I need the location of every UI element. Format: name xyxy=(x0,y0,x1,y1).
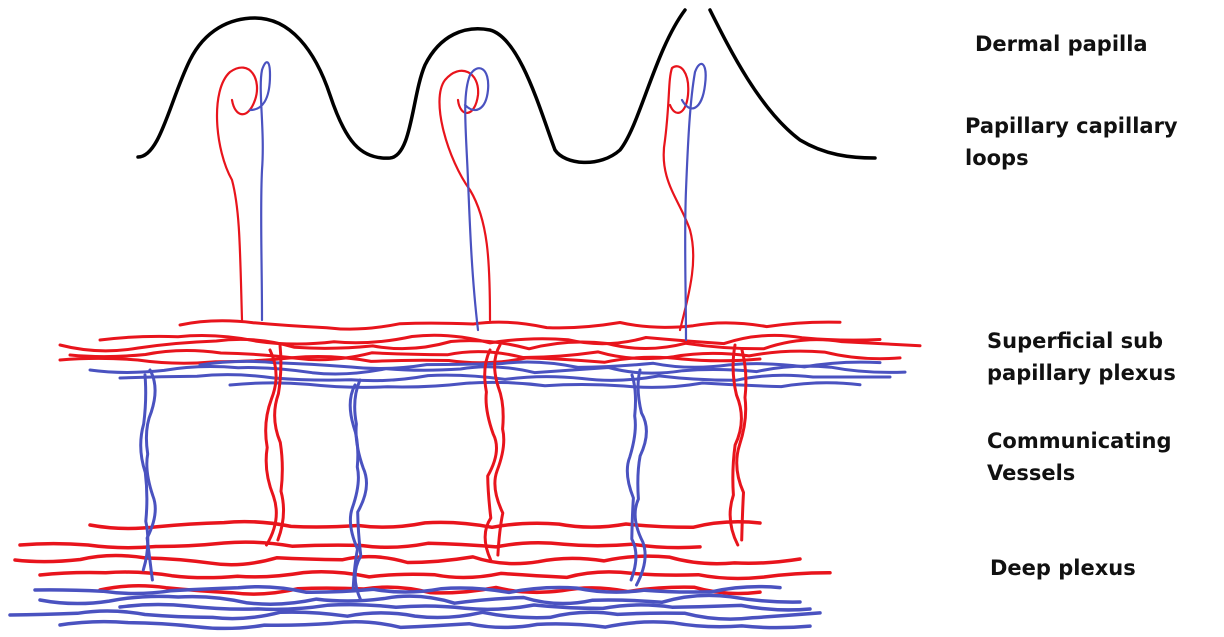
communicating-vein xyxy=(633,368,648,587)
communicating-artery xyxy=(264,348,278,547)
communicating-artery xyxy=(728,343,743,547)
label-dermal-papilla: Dermal papilla xyxy=(975,32,1148,56)
capillary-loop-artery xyxy=(438,69,492,322)
capillary-loop-vein xyxy=(248,61,272,322)
superficial-plexus-vein xyxy=(198,359,882,371)
capillary-loop-vein xyxy=(680,62,707,342)
deep-plexus-artery xyxy=(13,553,802,567)
superficial-plexus-artery xyxy=(58,354,762,365)
label-superficial-plexus: Superficial sub papillary plexus xyxy=(987,325,1176,389)
communicating-artery xyxy=(735,348,748,542)
superficial-plexus-vein xyxy=(228,380,862,389)
label-capillary-loops: Papillary capillary loops xyxy=(965,110,1178,174)
label-communicating-vessels: Communicating Vessels xyxy=(987,425,1172,489)
communicating-artery xyxy=(273,343,286,542)
superficial-plexus-artery xyxy=(98,333,882,346)
communicating-artery xyxy=(483,348,499,562)
dermal-papilla-outline xyxy=(136,8,877,165)
deep-plexus-artery xyxy=(88,519,762,531)
deep-plexus-vein xyxy=(8,609,822,621)
vessel-network xyxy=(8,61,922,631)
superficial-plexus-vein xyxy=(118,373,892,383)
deep-plexus-vein xyxy=(33,584,782,596)
superficial-plexus-artery xyxy=(178,319,842,331)
deep-plexus-vein xyxy=(118,602,812,612)
label-communicating-vessels-line-2: Vessels xyxy=(987,461,1076,485)
label-superficial-plexus-line-2: papillary plexus xyxy=(987,361,1176,385)
capillary-loop-artery xyxy=(662,65,695,332)
communicating-vein xyxy=(353,378,369,602)
capillary-loop-artery xyxy=(215,66,259,322)
superficial-plexus-vein xyxy=(88,364,907,376)
communicating-artery xyxy=(493,343,506,557)
deep-plexus-vein xyxy=(38,593,802,606)
label-capillary-loops-line-2: loops xyxy=(965,146,1029,170)
label-capillary-loops-line-1: Papillary capillary xyxy=(965,114,1178,138)
communicating-vein xyxy=(625,373,638,582)
label-superficial-plexus-line-1: Superficial sub xyxy=(987,329,1164,353)
deep-plexus-vein xyxy=(58,619,812,631)
communicating-vein xyxy=(139,373,150,572)
label-deep-plexus: Deep plexus xyxy=(990,556,1136,580)
deep-plexus-artery xyxy=(38,570,832,581)
superficial-plexus-artery xyxy=(68,349,902,362)
communicating-vein xyxy=(348,383,360,592)
label-communicating-vessels-line-1: Communicating xyxy=(987,429,1172,453)
capillary-loop-vein xyxy=(463,67,490,332)
